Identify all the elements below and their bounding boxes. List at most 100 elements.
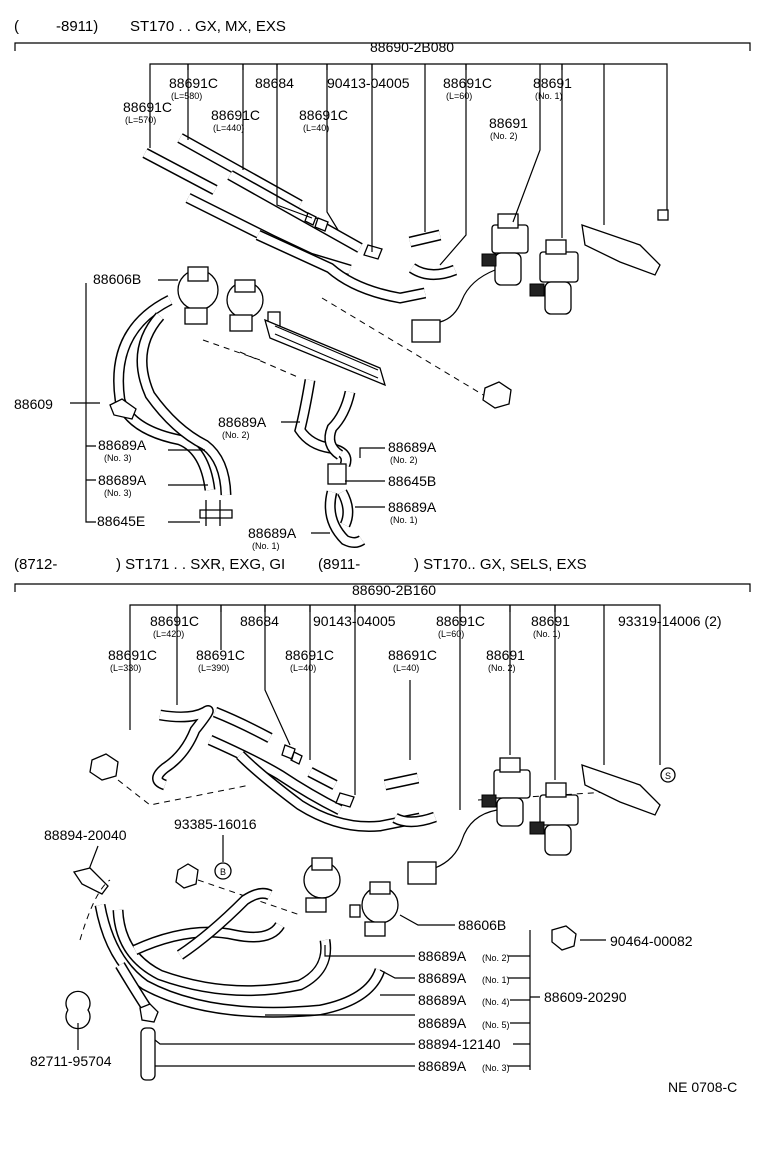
s1-label-hose-a-no3-2: 88689A [98, 472, 147, 488]
svg-text:(No. 1): (No. 1) [482, 975, 510, 985]
svg-text:(L=570): (L=570) [125, 115, 156, 125]
s1-hose-assembly-left [109, 295, 233, 526]
s2-label-valve-no1: 88691 [531, 613, 570, 629]
s1-label-90413: 90413-04005 [327, 75, 410, 91]
svg-text:(No. 2): (No. 2) [222, 430, 250, 440]
s2-label-hose-a-no3: 88689A [418, 1058, 467, 1074]
s2-label-90143: 90143-04005 [313, 613, 396, 629]
svg-text:(No. 2): (No. 2) [488, 663, 516, 673]
svg-text:(No. 2): (No. 2) [490, 131, 518, 141]
s2-label-hose-420: 88691C [150, 613, 199, 629]
s2-label-clamp-b: 93385-16016 [174, 816, 257, 832]
s2-vacuum-hoses [152, 605, 461, 833]
s1-vacuum-hoses [142, 64, 467, 304]
svg-text:(L=40): (L=40) [303, 123, 329, 133]
s2-label-bolt: 93319-14006 (2) [618, 613, 722, 629]
s2-vsv-assembly [303, 857, 399, 937]
section-1: ( -8911) ST170 . . GX, MX, EXS 88690-2B0… [14, 18, 751, 551]
s1-bracket [581, 209, 669, 276]
section2-heading-range2: (8911- [318, 556, 360, 573]
s2-label-hose-assy: 88609-20290 [544, 989, 627, 1005]
svg-text:(L=440): (L=440) [213, 123, 244, 133]
s1-label-hose-40: 88691C [299, 107, 348, 123]
s1-label-vsv: 88606B [93, 271, 141, 287]
s1-valve-no1 [529, 64, 579, 315]
s2-label-hose-330: 88691C [108, 647, 157, 663]
s1-hose-assembly-center [294, 379, 366, 548]
section2-assembly-number: 88690-2B160 [352, 582, 436, 598]
s1-label-hose-570: 88691C [123, 99, 172, 115]
s1-label-hose-a-no3-1: 88689A [98, 437, 147, 453]
svg-text:(L=60): (L=60) [438, 629, 464, 639]
s2-hose-clamp [65, 990, 91, 1030]
svg-text:(L=330): (L=330) [110, 663, 141, 673]
section-2: (8712- ) ST171 . . SXR, EXG, GI (8911- )… [14, 556, 751, 1081]
s1-label-hose-a-no1-right: 88689A [388, 499, 437, 515]
svg-text:B: B [220, 867, 226, 877]
section2-leader-bar [129, 604, 661, 765]
section2-heading-range1: (8712- [14, 556, 57, 573]
s2-label-88894-20040: 88894-20040 [44, 827, 127, 843]
section2-heading-models2: ) ST170.. GX, SELS, EXS [414, 556, 587, 573]
s2-clamp-b [175, 863, 199, 889]
svg-text:(No. 1): (No. 1) [535, 91, 563, 101]
svg-text:(L=580): (L=580) [171, 91, 202, 101]
svg-text:(No. 1): (No. 1) [252, 541, 280, 551]
s1-label-hose-a-no2-right: 88689A [388, 439, 437, 455]
s2-bracket [581, 605, 661, 816]
s2-label-hose-a-no4: 88689A [418, 992, 467, 1008]
section1-heading-range: -8911) [56, 18, 98, 35]
s2-label-hose-a-no2: 88689A [418, 948, 467, 964]
s1-label-hose-440: 88691C [211, 107, 260, 123]
s2-label-hose-390: 88691C [196, 647, 245, 663]
section1-heading-models: ST170 . . GX, MX, EXS [130, 18, 286, 35]
s2-label-88684: 88684 [240, 613, 279, 629]
s1-label-hose-a-no2-left: 88689A [218, 414, 267, 430]
svg-text:(No. 4): (No. 4) [482, 997, 510, 1007]
svg-text:(L=40): (L=40) [290, 663, 316, 673]
s2-part-88894-20040 [72, 867, 109, 895]
s2-valve-no2 [407, 605, 531, 885]
s1-label-pipe-b: 88645B [388, 473, 436, 489]
svg-text:(No. 3): (No. 3) [104, 453, 132, 463]
s2-clip-right [551, 925, 577, 951]
s2-label-88894-12140: 88894-12140 [418, 1036, 501, 1052]
svg-text:(No. 3): (No. 3) [104, 488, 132, 498]
s2-label-valve-no2: 88691 [486, 647, 525, 663]
svg-text:S: S [665, 771, 671, 781]
s1-clip [482, 381, 512, 409]
svg-text:(L=60): (L=60) [446, 91, 472, 101]
s2-clamp-b-marker [214, 862, 232, 880]
section1-assembly-number: 88690-2B080 [370, 39, 454, 55]
svg-text:(No. 1): (No. 1) [390, 515, 418, 525]
section1-assembly-bracket [14, 42, 751, 51]
svg-text:(No. 1): (No. 1) [533, 629, 561, 639]
s2-hose-bundle [79, 879, 386, 1081]
svg-text:(No. 3): (No. 3) [482, 1063, 510, 1073]
s1-label-valve-no2: 88691 [489, 115, 528, 131]
svg-text:(L=40): (L=40) [393, 663, 419, 673]
s2-clip-top [89, 753, 119, 781]
s1-valve-no2 [411, 64, 541, 343]
s2-label-clip: 90464-00082 [610, 933, 693, 949]
svg-text:(No. 5): (No. 5) [482, 1020, 510, 1030]
s2-label-hose-40b: 88691C [388, 647, 437, 663]
s1-label-hose-580: 88691C [169, 75, 218, 91]
s2-label-hose-a-no5: 88689A [418, 1015, 467, 1031]
s1-vsv-assembly [177, 266, 387, 387]
svg-text:(No. 2): (No. 2) [390, 455, 418, 465]
s1-label-hose-60: 88691C [443, 75, 492, 91]
section2-assembly-bracket [14, 583, 751, 592]
s1-label-valve-no1: 88691 [533, 75, 572, 91]
s1-label-hose-assy: 88609 [14, 396, 53, 412]
s1-label-88684: 88684 [255, 75, 294, 91]
svg-text:(No. 2): (No. 2) [482, 953, 510, 963]
s2-label-hose-a-no1: 88689A [418, 970, 467, 986]
svg-text:(L=390): (L=390) [198, 663, 229, 673]
s2-valve-no1 [529, 605, 579, 856]
section2-heading-models1: ) ST171 . . SXR, EXG, GI [116, 556, 285, 573]
svg-text:(L=420): (L=420) [153, 629, 184, 639]
s1-label-pipe-e: 88645E [97, 513, 145, 529]
s2-label-82711: 82711-95704 [30, 1053, 112, 1069]
